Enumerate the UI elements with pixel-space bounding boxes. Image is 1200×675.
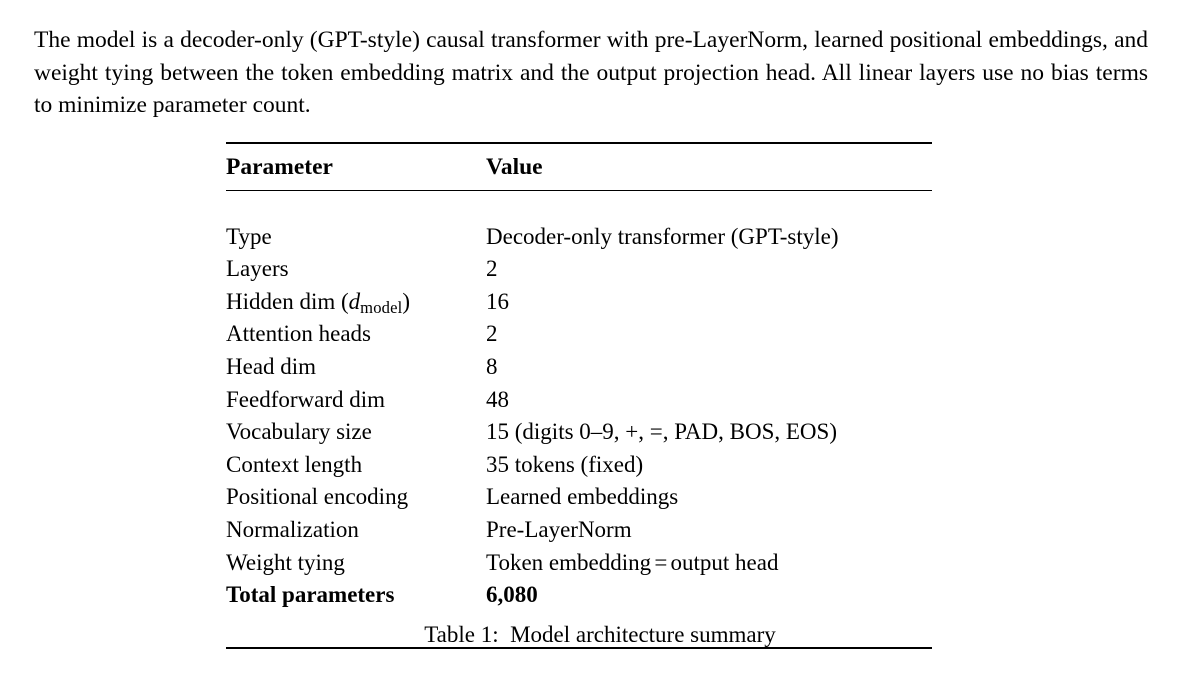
table-row-weight-tying: Weight tying Token embedding=output head <box>226 550 932 583</box>
intro-paragraph: The model is a decoder-only (GPT-style) … <box>34 27 1148 118</box>
param-label-total-parameters: Total parameters <box>226 582 395 608</box>
equals-operator: = <box>654 549 668 575</box>
param-value-context-length: 35 tokens (fixed) <box>486 451 644 477</box>
weight-tying-left: Token embedding <box>486 549 652 575</box>
table-header-row: Parameter Value <box>226 144 932 190</box>
table-row-layers: Layers 2 <box>226 256 932 289</box>
param-label-hidden-dim: Hidden dim (dmodel) <box>226 289 486 322</box>
document-body: The model is a decoder-only (GPT-style) … <box>34 24 1148 122</box>
param-label-context-length: Context length <box>226 451 363 477</box>
table-row-feedforward-dim: Feedforward dim 48 <box>226 387 932 420</box>
column-header-parameter: Parameter <box>226 153 333 180</box>
param-label-weight-tying: Weight tying <box>226 549 345 575</box>
table-row-attention-heads: Attention heads 2 <box>226 321 932 354</box>
table-row-hidden-dim: Hidden dim (dmodel) 16 <box>226 289 932 322</box>
architecture-table-block: Parameter Value Type Decoder-only transf… <box>226 142 932 650</box>
table-row-vocabulary-size: Vocabulary size 15 (digits 0–9, +, =, PA… <box>226 419 932 452</box>
table-top-rule <box>226 142 932 144</box>
param-value-hidden-dim: 16 <box>486 288 509 314</box>
row-spacer <box>226 191 932 224</box>
hidden-dim-subscript: model <box>360 297 403 317</box>
table-row-positional-encoding: Positional encoding Learned embeddings <box>226 484 932 517</box>
param-value-weight-tying: Token embedding=output head <box>486 550 932 583</box>
table-bottom-rule <box>226 647 932 650</box>
table-caption: Table 1: Model architecture summary <box>0 620 1200 650</box>
table-row <box>226 191 932 224</box>
table-body: Type Decoder-only transformer (GPT-style… <box>226 191 932 647</box>
param-label-vocabulary-size: Vocabulary size <box>226 419 372 445</box>
hidden-dim-symbol: d <box>348 288 361 314</box>
param-value-vocabulary-size: 15 (digits 0–9, +, =, PAD, BOS, EOS) <box>486 419 837 445</box>
param-label-attention-heads: Attention heads <box>226 321 371 347</box>
param-value-head-dim: 8 <box>486 353 498 379</box>
param-value-normalization: Pre-LayerNorm <box>486 516 632 542</box>
table-row-total-parameters: Total parameters 6,080 <box>226 582 932 615</box>
hidden-dim-suffix: ) <box>402 288 411 314</box>
table-row-context-length: Context length 35 tokens (fixed) <box>226 452 932 485</box>
param-value-total-parameters: 6,080 <box>486 582 538 608</box>
column-header-value: Value <box>486 153 543 180</box>
hidden-dim-prefix: Hidden dim ( <box>226 288 349 314</box>
param-label-feedforward-dim: Feedforward dim <box>226 386 386 412</box>
param-value-positional-encoding: Learned embeddings <box>486 484 679 510</box>
caption-text: Model architecture summary <box>510 622 776 647</box>
table-row-normalization: Normalization Pre-LayerNorm <box>226 517 932 550</box>
table-head: Parameter Value <box>226 144 932 190</box>
caption-label: Table 1: <box>424 622 499 647</box>
weight-tying-right: output head <box>670 549 779 575</box>
param-value-layers: 2 <box>486 256 498 282</box>
param-value-attention-heads: 2 <box>486 321 498 347</box>
param-value-feedforward-dim: 48 <box>486 386 509 412</box>
param-value-type: Decoder-only transformer (GPT-style) <box>486 223 839 249</box>
param-label-layers: Layers <box>226 256 289 282</box>
table-mid-rule <box>226 190 932 191</box>
param-label-normalization: Normalization <box>226 516 359 542</box>
param-label-positional-encoding: Positional encoding <box>226 484 409 510</box>
table-row-type: Type Decoder-only transformer (GPT-style… <box>226 224 932 257</box>
table-row-head-dim: Head dim 8 <box>226 354 932 387</box>
architecture-table-body: Type Decoder-only transformer (GPT-style… <box>226 191 932 647</box>
param-label-type: Type <box>226 223 272 249</box>
param-label-head-dim: Head dim <box>226 353 317 379</box>
architecture-table: Parameter Value <box>226 144 932 190</box>
